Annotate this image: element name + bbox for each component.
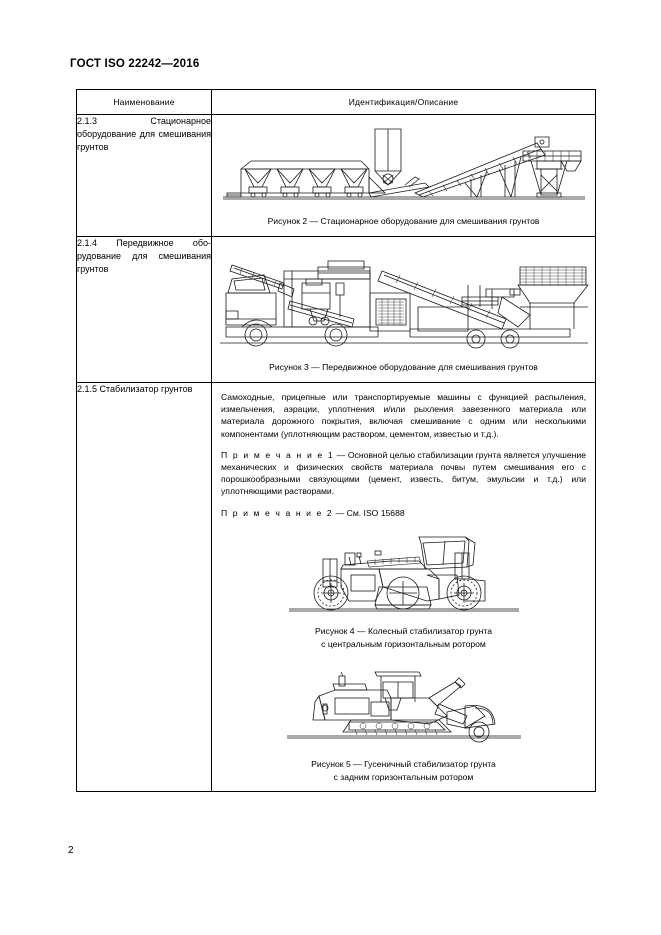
column-header-description: Идентификация/Описание — [211, 89, 596, 115]
note-1: П р и м е ч а н и е 1 — Основной целью с… — [221, 449, 586, 498]
note-2: П р и м е ч а н и е 2 — См. ISO 15688 — [221, 507, 586, 519]
term-name-2-1-5: 2.1.5 Стабилизатор грунтов — [76, 382, 212, 792]
figure-5-tracked-stabilizer — [221, 668, 586, 750]
figure-3-mobile-mixing-plant — [212, 237, 595, 353]
note-2-text: См. ISO 15688 — [346, 507, 405, 518]
mobile-mixing-plant-drawing — [219, 260, 589, 349]
figure-4-caption-line2: с центральным горизонтальным ротором — [321, 638, 486, 649]
table-row: 2.1.3 Стационарное оборудование для смеш… — [76, 114, 596, 237]
term-description-2-1-5: Самоходные, прицепные или транспортируем… — [211, 382, 596, 792]
note-2-dash: — — [333, 507, 347, 518]
note-2-label: П р и м е ч а н и е 2 — [221, 507, 334, 518]
figure-2-stationary-mixing-plant — [212, 115, 595, 207]
tracked-soil-stabilizer-drawing — [286, 671, 521, 743]
term-description-2-1-3: Рисунок 2 — Стационарное оборудование дл… — [211, 114, 596, 237]
column-header-name: Наименование — [76, 89, 212, 115]
figure-3-caption: Рисунок 3 — Передвижное оборудование для… — [269, 362, 538, 372]
table-row: 2.1.4 Передвижное обо­рудование для смеш… — [76, 236, 596, 383]
term-name-2-1-4: 2.1.4 Передвижное обо­рудование для смеш… — [76, 236, 212, 383]
table-row: 2.1.5 Стабилизатор грунтов Самоходные, п… — [76, 382, 596, 792]
definition-text: Самоходные, прицепные или транспортируем… — [221, 392, 586, 439]
stationary-mixing-plant-drawing — [222, 128, 585, 200]
figure-5-caption-line2: с задним горизонтальным ротором — [333, 771, 474, 782]
figure-4-caption-line1: Рисунок 4 — Колесный стабилизатор грунта — [315, 625, 492, 636]
note-1-label: П р и м е ч а н и е 1 — [221, 449, 335, 460]
page-number: 2 — [68, 845, 74, 856]
wheeled-soil-stabilizer-drawing — [288, 536, 519, 612]
page-header-standard-number: ГОСТ ISO 22242—2016 — [70, 58, 200, 70]
figure-2-caption: Рисунок 2 — Стационарное оборудование дл… — [267, 216, 540, 226]
term-name-2-1-3: 2.1.3 Стационарное оборудование для смеш… — [76, 114, 212, 237]
figure-4-wheeled-stabilizer — [221, 535, 586, 617]
note-1-dash: — — [334, 449, 348, 460]
note-1-text: Основной целью стабилизации грунта являе… — [221, 449, 586, 497]
specification-table: Наименование Идентификация/Описание 2.1.… — [76, 89, 596, 792]
term-description-2-1-4: Рисунок 3 — Передвижное оборудование для… — [211, 236, 596, 383]
figure-5-caption-line1: Рисунок 5 — Гусеничный стабилизатор грун… — [311, 758, 496, 769]
table-header-row: Наименование Идентификация/Описание — [76, 89, 596, 115]
